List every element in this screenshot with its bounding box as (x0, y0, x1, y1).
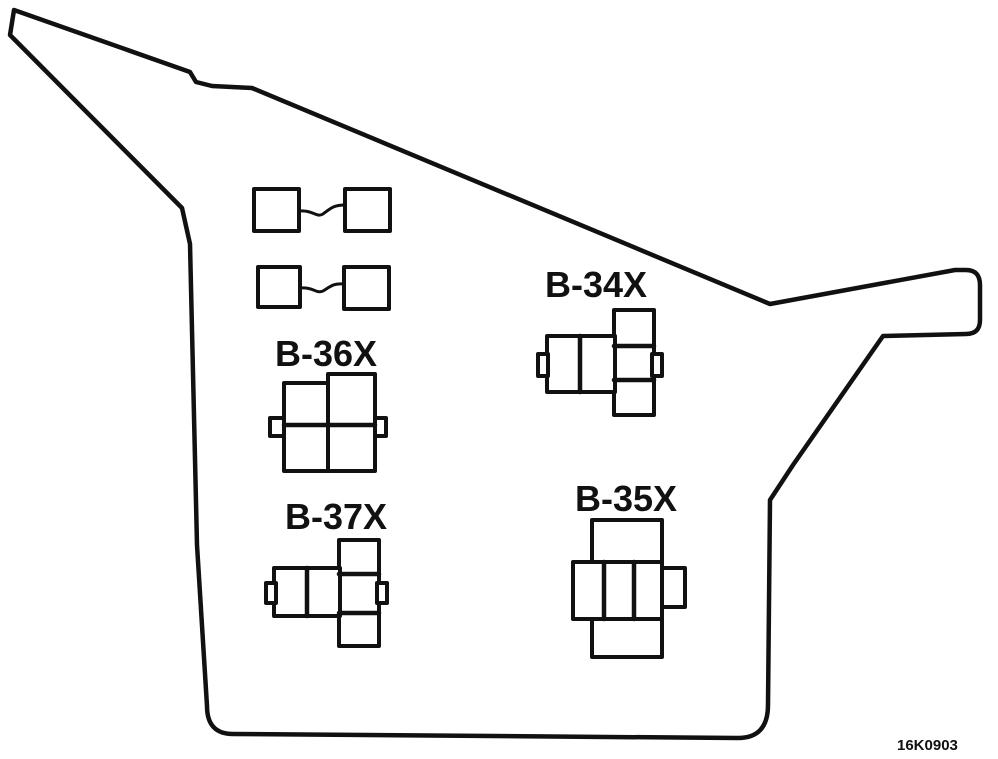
fuse-top (252, 187, 392, 233)
relay-label-b35x: B-35X (575, 478, 677, 519)
relay-b35x (571, 518, 687, 659)
relay-b34x (536, 308, 664, 417)
figure-code: 16K0903 (897, 737, 958, 754)
fuse-bottom (256, 265, 391, 311)
relay-box-outline (7, 7, 983, 741)
relay-b36x (268, 372, 388, 473)
relay-label-b34x: B-34X (545, 264, 647, 305)
relay-label-b37x: B-37X (285, 496, 387, 537)
relay-b37x (264, 538, 389, 648)
relay-label-b36x: B-36X (275, 333, 377, 374)
